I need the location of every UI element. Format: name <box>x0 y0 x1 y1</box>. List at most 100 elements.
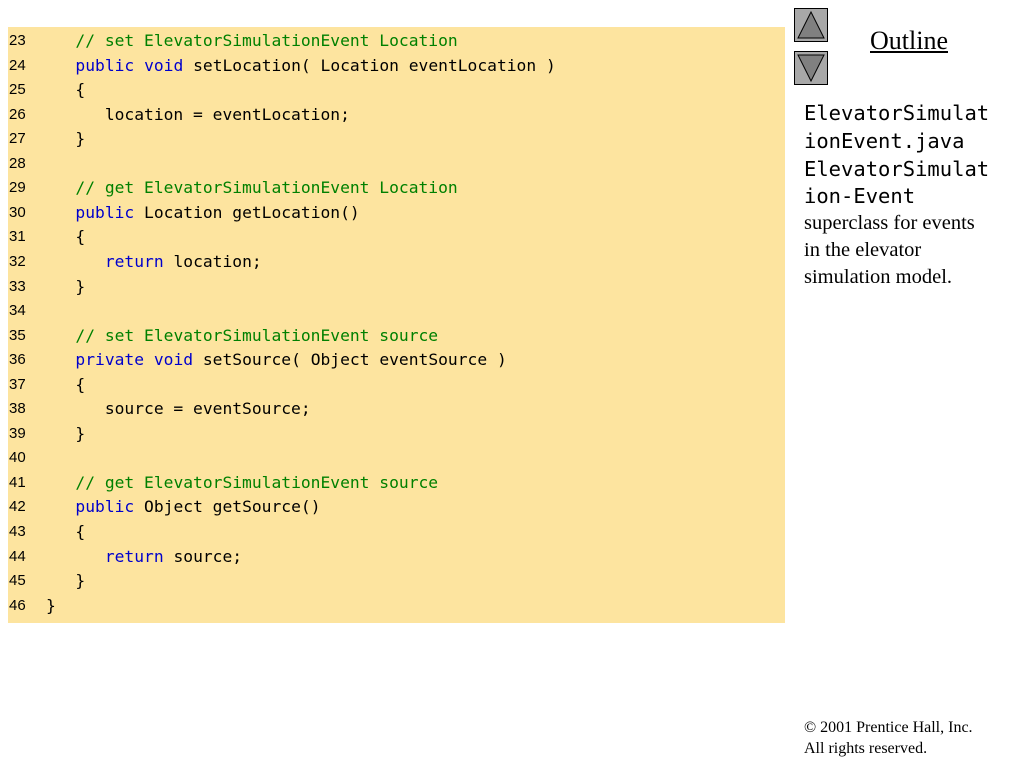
outline-class-line2: ion-Event <box>804 184 916 208</box>
code-text: { <box>46 227 86 247</box>
line-number: 43 <box>9 523 26 540</box>
line-code: // set ElevatorSimulationEvent Location <box>46 29 458 53</box>
code-text: } <box>46 595 56 615</box>
code-line: 43 { <box>8 520 785 544</box>
code-text: } <box>46 571 86 591</box>
line-code: public Location getLocation() <box>46 201 360 225</box>
outline-title[interactable]: Outline <box>870 26 948 55</box>
code-text <box>46 31 75 50</box>
line-code: } <box>46 569 85 593</box>
code-keyword: private <box>75 350 145 370</box>
code-text <box>46 56 75 75</box>
line-number: 28 <box>9 154 26 172</box>
line-code: return source; <box>46 545 242 569</box>
code-line: 35 // set ElevatorSimulationEvent source <box>8 324 785 348</box>
code-line: 41 // get ElevatorSimulationEvent source <box>8 471 785 495</box>
code-line: 36 private void setSource( Object eventS… <box>8 348 785 372</box>
line-number: 24 <box>9 56 26 74</box>
copyright-notice: © 2001 Prentice Hall, Inc. All rights re… <box>804 717 973 759</box>
code-line: 29 // get ElevatorSimulationEvent Locati… <box>8 176 785 200</box>
code-text: } <box>46 423 86 443</box>
code-keyword: public <box>75 55 135 75</box>
line-number: 44 <box>9 547 26 565</box>
code-comment: // set ElevatorSimulationEvent source <box>75 325 439 345</box>
line-number: 23 <box>9 32 26 49</box>
line-number: 40 <box>9 449 26 467</box>
line-number: 35 <box>9 326 26 344</box>
line-code: location = eventLocation; <box>46 103 350 127</box>
line-number: 31 <box>9 228 26 246</box>
line-number: 39 <box>9 424 26 442</box>
code-text <box>46 350 75 369</box>
code-text <box>144 350 154 369</box>
line-number: 38 <box>9 400 26 418</box>
code-keyword: return <box>104 251 164 271</box>
line-code: } <box>46 422 85 446</box>
line-number: 32 <box>9 252 26 270</box>
code-line: 42 public Object getSource() <box>8 495 785 519</box>
code-text: source; <box>163 546 243 566</box>
line-code: // get ElevatorSimulationEvent Location <box>46 176 457 200</box>
code-line: 44 return source; <box>8 545 785 569</box>
line-number: 29 <box>9 179 26 197</box>
next-slide-button[interactable] <box>794 51 828 85</box>
outline-filename-line2: ionEvent.java <box>804 129 965 153</box>
line-code: public Object getSource() <box>46 495 321 519</box>
line-code: return location; <box>46 250 262 274</box>
line-number: 41 <box>9 473 26 491</box>
line-number: 34 <box>9 302 26 320</box>
code-keyword: void <box>144 55 184 75</box>
code-text <box>134 56 144 75</box>
code-line: 45 } <box>8 569 785 593</box>
code-line: 23 // set ElevatorSimulationEvent Locati… <box>8 29 785 53</box>
previous-slide-button[interactable] <box>794 8 828 42</box>
code-text: source = eventSource; <box>46 399 311 419</box>
code-comment: // set ElevatorSimulationEvent Location <box>75 31 458 50</box>
code-line: 38 source = eventSource; <box>8 397 785 421</box>
outline-description-line2: in the elevator <box>804 239 922 261</box>
code-line: 30 public Location getLocation() <box>8 201 785 225</box>
code-line: 25 { <box>8 78 785 102</box>
line-code: public void setLocation( Location eventL… <box>46 54 555 78</box>
line-number: 45 <box>9 572 26 590</box>
line-code: { <box>46 520 85 544</box>
line-number: 33 <box>9 277 26 295</box>
line-code: source = eventSource; <box>46 397 311 421</box>
code-keyword: public <box>75 202 135 222</box>
code-line: 31 { <box>8 225 785 249</box>
line-number: 42 <box>9 498 26 516</box>
code-text: Location getLocation() <box>134 202 360 222</box>
line-number: 36 <box>9 351 26 369</box>
code-comment: // get ElevatorSimulationEvent source <box>75 472 439 492</box>
code-text <box>46 203 75 222</box>
code-line: 32 return location; <box>8 250 785 274</box>
code-text: } <box>46 276 86 296</box>
line-number: 26 <box>9 105 26 123</box>
line-number: 46 <box>9 596 26 614</box>
code-line: 34 <box>8 299 785 323</box>
triangle-down-icon <box>797 54 825 83</box>
code-text: } <box>46 129 86 149</box>
code-text: { <box>46 522 86 541</box>
code-line: 40 <box>8 446 785 470</box>
code-line: 46} <box>8 594 785 618</box>
copyright-line2: All rights reserved. <box>804 740 928 757</box>
code-line: 39 } <box>8 422 785 446</box>
code-text: Object getSource() <box>134 497 321 517</box>
code-text <box>46 547 105 566</box>
line-code: } <box>46 594 56 618</box>
code-line: 27 } <box>8 127 785 151</box>
line-code: private void setSource( Object eventSour… <box>46 348 506 372</box>
code-keyword: void <box>153 350 194 370</box>
code-text: location = eventLocation; <box>46 104 350 124</box>
outline-class-line1: ElevatorSimulat <box>804 157 990 181</box>
code-text <box>46 497 75 516</box>
line-code: { <box>46 373 85 397</box>
code-line: 24 public void setLocation( Location eve… <box>8 54 785 78</box>
code-text <box>46 252 105 271</box>
line-number: 37 <box>9 375 26 393</box>
code-keyword: public <box>75 497 135 517</box>
code-text: { <box>46 374 86 394</box>
line-code: } <box>46 275 85 299</box>
